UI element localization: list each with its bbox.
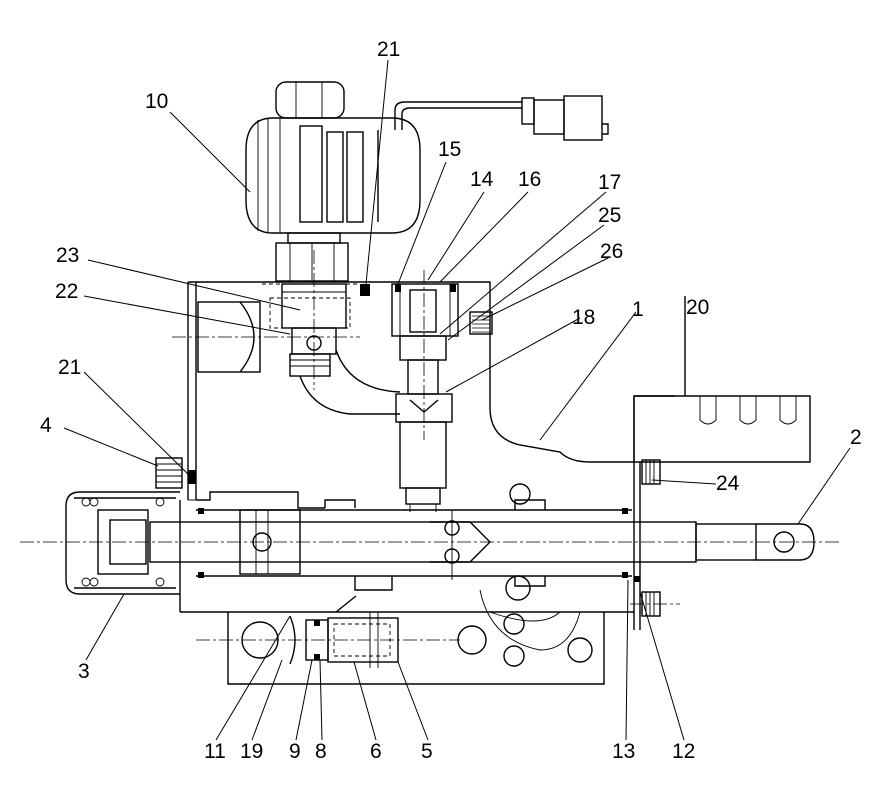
callout-2: 2	[850, 426, 862, 449]
callout-14: 14	[470, 168, 494, 191]
plug-12	[630, 591, 680, 617]
callout-19: 19	[240, 740, 263, 763]
callout-labels: 21 10 15 14 16 17 25 26 23 22 18 1 20 21…	[40, 38, 862, 763]
lower-check-valve	[196, 595, 460, 668]
side-port	[172, 301, 360, 373]
callout-15: 15	[438, 138, 461, 161]
pilot-valve	[391, 270, 459, 512]
main-spool	[20, 499, 840, 591]
solenoid-coil	[245, 81, 421, 282]
callout-8: 8	[315, 740, 327, 763]
callout-10: 10	[145, 90, 168, 113]
callout-21-left: 21	[58, 356, 81, 379]
solenoid-connector	[394, 95, 609, 141]
leader-lines	[63, 59, 851, 741]
callout-6: 6	[370, 740, 382, 763]
callout-17: 17	[598, 171, 621, 194]
callout-18: 18	[572, 306, 595, 329]
end-cap	[65, 491, 180, 595]
callout-23: 23	[56, 244, 79, 267]
callout-16: 16	[518, 168, 541, 191]
callout-9: 9	[289, 740, 301, 763]
callout-3: 3	[78, 660, 90, 683]
callout-11: 11	[204, 740, 226, 763]
callout-4: 4	[40, 414, 52, 437]
callout-13: 13	[612, 740, 635, 763]
callout-1: 1	[632, 298, 644, 321]
solenoid-cartridge	[262, 250, 401, 415]
callout-21-top: 21	[377, 38, 400, 61]
callout-20: 20	[686, 296, 709, 319]
callout-12: 12	[672, 740, 695, 763]
callout-5: 5	[421, 740, 433, 763]
callout-22: 22	[55, 280, 78, 303]
plug-24	[641, 459, 661, 485]
callout-24: 24	[716, 472, 740, 495]
plug-hatched	[469, 311, 493, 335]
callout-26: 26	[600, 240, 623, 263]
callout-25: 25	[598, 204, 621, 227]
